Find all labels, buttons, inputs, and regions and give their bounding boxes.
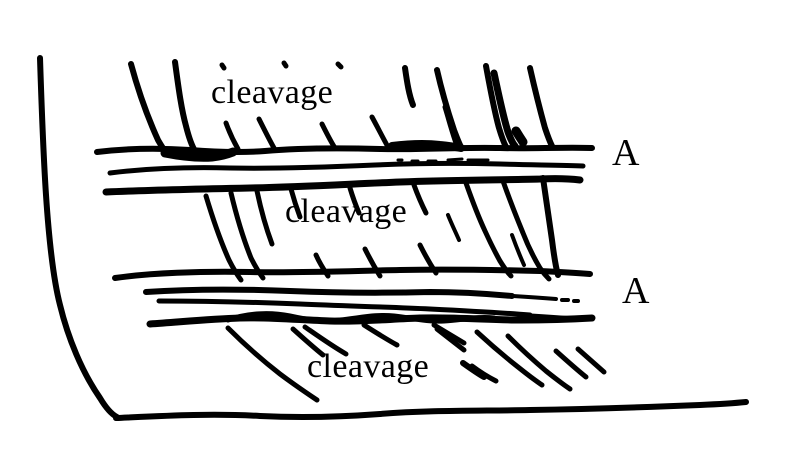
cleavage-line-m4 bbox=[288, 186, 303, 220]
cleavage-line-l5 bbox=[431, 322, 467, 346]
cleavage-line-u4 bbox=[281, 60, 289, 69]
cleavage-line-u3 bbox=[219, 62, 227, 71]
bedding-line-4 bbox=[112, 266, 593, 281]
bedding-line-5 bbox=[143, 286, 515, 299]
bedding-planes-lower bbox=[112, 266, 596, 328]
bedding-line-6 bbox=[156, 298, 533, 318]
cleavage-line-l2 bbox=[290, 326, 326, 358]
cleavage-line-u9 bbox=[402, 65, 416, 108]
cleavage-line-m10 bbox=[446, 213, 461, 242]
bedding-line-2-dots bbox=[396, 157, 490, 163]
cleavage-line-u5 bbox=[335, 61, 344, 70]
cleavage-line-m7 bbox=[362, 246, 383, 279]
cleavage-line-u14 bbox=[490, 69, 519, 150]
cleavage-tick-u7 bbox=[256, 116, 277, 151]
cleavage-line-l7 bbox=[474, 329, 545, 388]
cleavage-label-upper: cleavage bbox=[211, 74, 334, 111]
cleavage-line-u15 bbox=[527, 65, 555, 149]
cleavage-line-l9 bbox=[553, 348, 589, 380]
cleavage-line-m1 bbox=[203, 193, 244, 283]
cleavage-line-l8 bbox=[505, 333, 573, 392]
cleavage-line-u12 bbox=[442, 104, 459, 146]
cleavage-line-u2 bbox=[172, 59, 198, 154]
marker-a-lower: A bbox=[622, 270, 650, 312]
bedding-line-2 bbox=[107, 160, 586, 176]
bedding-line-5-tail bbox=[511, 294, 580, 303]
block-outline bbox=[37, 55, 749, 421]
cleavage-line-l11 bbox=[460, 360, 487, 380]
cleavage-line-m12 bbox=[500, 178, 552, 282]
cleavage-set-upper bbox=[128, 59, 555, 155]
bedding-line-7-wiggle bbox=[225, 311, 497, 324]
cleavage-line-u13 bbox=[483, 63, 509, 150]
cleavage-line-m13 bbox=[540, 175, 561, 278]
cleavage-line-l1 bbox=[225, 325, 320, 403]
cleavage-line-l6 bbox=[434, 326, 467, 353]
marker-a-upper: A bbox=[612, 132, 640, 174]
cleavage-label-middle: cleavage bbox=[285, 193, 408, 230]
cleavage-line-m8 bbox=[411, 182, 429, 216]
bedding-planes-upper bbox=[94, 139, 595, 196]
cleavage-line-m6 bbox=[347, 185, 362, 216]
cleavage-tick-u6 bbox=[223, 120, 241, 152]
cleavage-line-l4 bbox=[361, 322, 400, 348]
cleavage-set-lower bbox=[225, 322, 607, 403]
cleavage-line-m3 bbox=[254, 188, 275, 247]
block-bottom-edge bbox=[113, 399, 749, 421]
block-left-edge bbox=[37, 55, 120, 420]
cleavage-label-lower: cleavage bbox=[307, 348, 430, 385]
cleavage-tick-u10 bbox=[369, 114, 391, 150]
bedding-line-1 bbox=[94, 144, 595, 156]
cleavage-line-l12 bbox=[575, 346, 607, 375]
cleavage-line-l3 bbox=[302, 324, 349, 357]
bedding-line-1-thickening-b bbox=[388, 139, 465, 152]
bedding-line-3 bbox=[102, 175, 584, 196]
cleavage-line-m14 bbox=[510, 233, 526, 267]
bedding-line-1-thickening bbox=[160, 147, 238, 162]
cleavage-blob-u16 bbox=[511, 126, 528, 147]
